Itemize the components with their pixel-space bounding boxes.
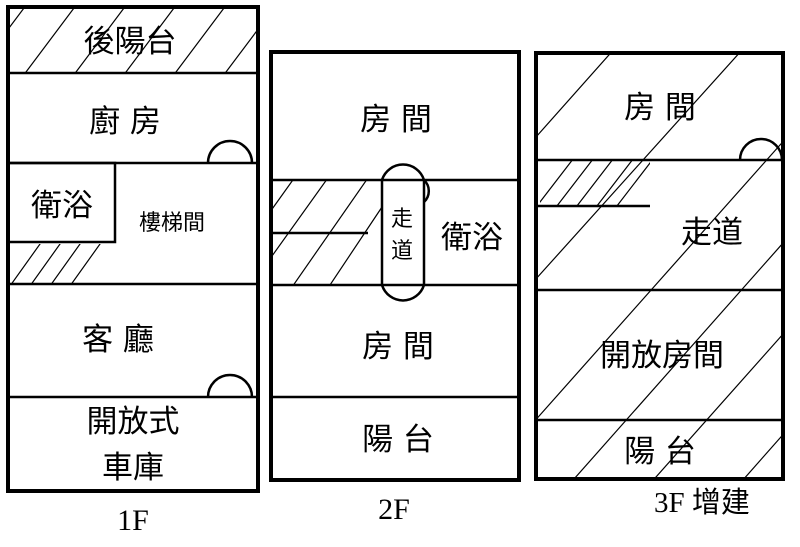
- floor-2f-label: 2F: [378, 493, 410, 526]
- floor-3f: 房 間 走道 開放房間 陽 台 3F 增建: [534, 51, 785, 519]
- balcony-label: 陽 台: [362, 422, 434, 458]
- floor-2f-outline: [269, 50, 521, 482]
- bedroom-label: 房 間: [624, 90, 696, 126]
- corridor-label-line2: 道: [391, 239, 413, 264]
- bathroom-wall: [6, 161, 117, 244]
- garage-label-line1: 開放式: [87, 404, 180, 440]
- kitchen-label: 廚 房: [89, 104, 161, 140]
- bedroom-top-label: 房 間: [360, 102, 432, 138]
- floor-1f-outline: [6, 5, 260, 493]
- open-room-label: 開放房間: [600, 338, 724, 374]
- floor-3f-label: 3F 增建: [654, 486, 750, 519]
- garage-label-line2: 車庫: [102, 450, 164, 486]
- bathroom-door-arc: [423, 179, 431, 203]
- bedroom-door-arc: [738, 137, 784, 161]
- floor-1f-label: 1F: [117, 504, 149, 537]
- corridor-label: 走道: [681, 215, 743, 251]
- bathroom-label: 衛浴: [31, 188, 93, 224]
- living-door-arc: [206, 373, 254, 398]
- corridor-label-line1: 走: [391, 207, 413, 232]
- living-room-label: 客 廳: [82, 322, 154, 358]
- floor-3f-outline: [534, 51, 785, 481]
- floor-2f: 房 間 走 道 衛浴 房 間 陽 台 2F: [269, 50, 521, 526]
- rear-balcony-label: 後陽台: [84, 24, 177, 60]
- corridor-wall: [380, 163, 426, 302]
- floor-1f: 後陽台 廚 房 衛浴 樓梯間 客 廳 開放式 車庫 1F: [6, 5, 260, 537]
- balcony-label: 陽 台: [624, 434, 696, 470]
- bedroom-bottom-label: 房 間: [362, 329, 434, 365]
- bathroom-label: 衛浴: [441, 220, 503, 256]
- stairwell-label: 樓梯間: [139, 211, 205, 236]
- rear-balcony-hatch: [9, 8, 256, 72]
- kitchen-door-arc: [206, 139, 254, 164]
- stairwell-hatch: [10, 244, 101, 284]
